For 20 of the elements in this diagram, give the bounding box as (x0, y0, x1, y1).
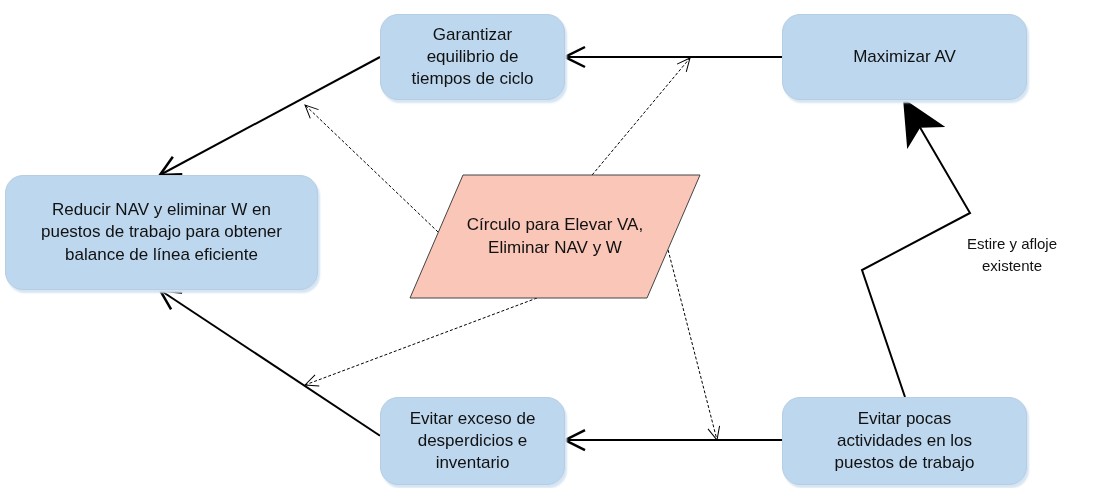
arrow (563, 45, 783, 69)
process-box (782, 14, 1027, 100)
dashed-arrow (591, 57, 691, 176)
node-text: Evitar pocas actividades en los puestos de trabajo (833, 407, 976, 475)
node-text: Círculo para Elevar VA, Eliminar NAV y W (465, 214, 645, 259)
dashed-arrow (667, 249, 721, 441)
arrow (158, 288, 381, 437)
process-box (380, 397, 565, 485)
node-text: Evitar exceso de desperdicios e inventario (408, 407, 537, 475)
node-text: Maximizar AV (853, 45, 956, 68)
arrow (158, 56, 381, 177)
node-text: Garantizar equilibrio de tiempos de ciclo (410, 23, 535, 91)
process-box (782, 397, 1027, 485)
process-box (380, 14, 565, 100)
process-box (5, 175, 318, 290)
node-text: Reducir NAV y eliminar W en puestos de trabajo para obtener balance de línea eficiente (40, 199, 283, 266)
dashed-arrow (304, 104, 439, 233)
arrow (563, 428, 783, 452)
parallelogram-shape (410, 175, 700, 298)
arrow (860, 98, 972, 398)
